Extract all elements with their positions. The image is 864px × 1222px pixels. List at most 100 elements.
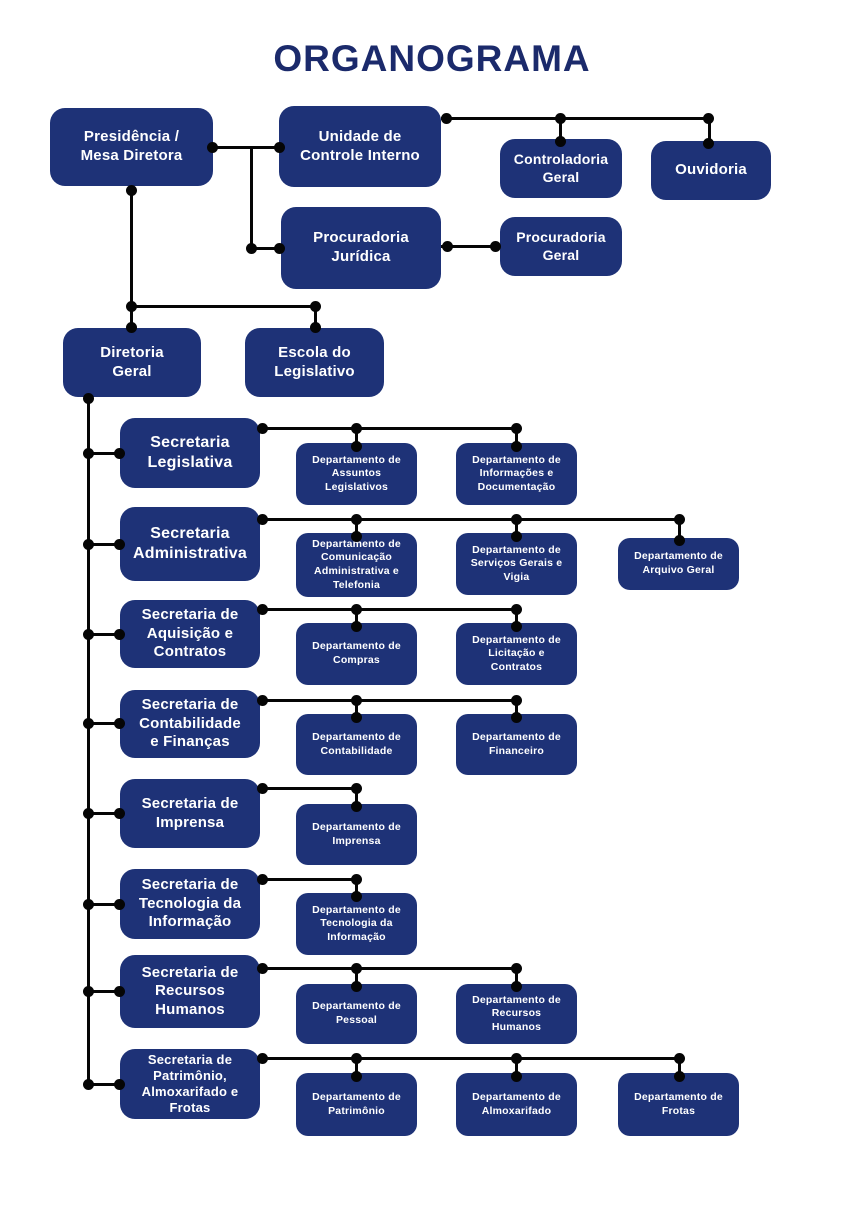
connector-line: [131, 304, 317, 308]
connector-dot: [510, 513, 522, 525]
connector-dot: [82, 447, 94, 459]
connector-dot: [510, 530, 522, 542]
connector-dot: [256, 782, 268, 794]
connector-dot: [273, 141, 285, 153]
connector-line: [514, 700, 518, 718]
connector-dot: [113, 447, 125, 459]
connector-dot: [256, 1052, 268, 1064]
connector-line: [129, 306, 133, 330]
connector-dot: [82, 807, 94, 819]
connector-dot: [113, 628, 125, 640]
connector-dot: [510, 422, 522, 434]
connector-dot: [256, 694, 268, 706]
connector-line: [707, 118, 711, 144]
connector-line: [88, 542, 122, 546]
connector-dot: [82, 538, 94, 550]
page-title: ORGANOGRAMA: [273, 38, 591, 79]
connector-dot: [673, 513, 685, 525]
connector-line: [258, 966, 518, 970]
connector-dot: [350, 711, 362, 723]
connector-dot: [350, 782, 362, 794]
connector-dot: [113, 898, 125, 910]
org-box-label: Ouvidoria: [675, 161, 747, 179]
connector-dot: [206, 141, 218, 153]
connector-line: [258, 426, 518, 430]
connector-dot: [125, 300, 137, 312]
connector-dot: [350, 513, 362, 525]
connector-dot: [350, 603, 362, 615]
connector-dot: [510, 603, 522, 615]
connector-dot: [113, 538, 125, 550]
connector-dot: [82, 628, 94, 640]
connector-dot: [350, 530, 362, 542]
connector-line: [88, 632, 122, 636]
connector-dot: [673, 534, 685, 546]
connector-dot: [350, 980, 362, 992]
connector-line: [88, 811, 122, 815]
connector-dot: [113, 807, 125, 819]
connector-dot: [350, 890, 362, 902]
connector-dot: [256, 873, 268, 885]
connector-dot: [510, 962, 522, 974]
connector-line: [441, 244, 502, 248]
connector-dot: [350, 800, 362, 812]
connector-line: [514, 968, 518, 987]
connector-line: [258, 1056, 681, 1060]
connector-line: [514, 1058, 518, 1076]
connector-line: [258, 607, 518, 611]
connector-dot: [309, 300, 321, 312]
connector-dot: [273, 242, 285, 254]
connector-line: [258, 517, 681, 521]
connector-line: [354, 700, 358, 718]
connector-line: [249, 147, 253, 248]
connector-dot: [673, 1070, 685, 1082]
connector-dot: [510, 1052, 522, 1064]
connector-dot: [256, 422, 268, 434]
connector-line: [258, 698, 518, 702]
connector-dot: [256, 962, 268, 974]
connector-line: [677, 519, 681, 541]
connector-line: [88, 902, 122, 906]
connector-dot: [489, 240, 501, 252]
connector-line: [129, 186, 133, 306]
connector-line: [210, 145, 281, 149]
connector-dot: [350, 440, 362, 452]
connector-dot: [510, 1070, 522, 1082]
org-box-label: Presidência /Mesa Diretora: [80, 128, 183, 164]
connector-line: [258, 786, 358, 790]
connector-dot: [82, 985, 94, 997]
connector-dot: [554, 112, 566, 124]
connector-dot: [82, 1078, 94, 1090]
